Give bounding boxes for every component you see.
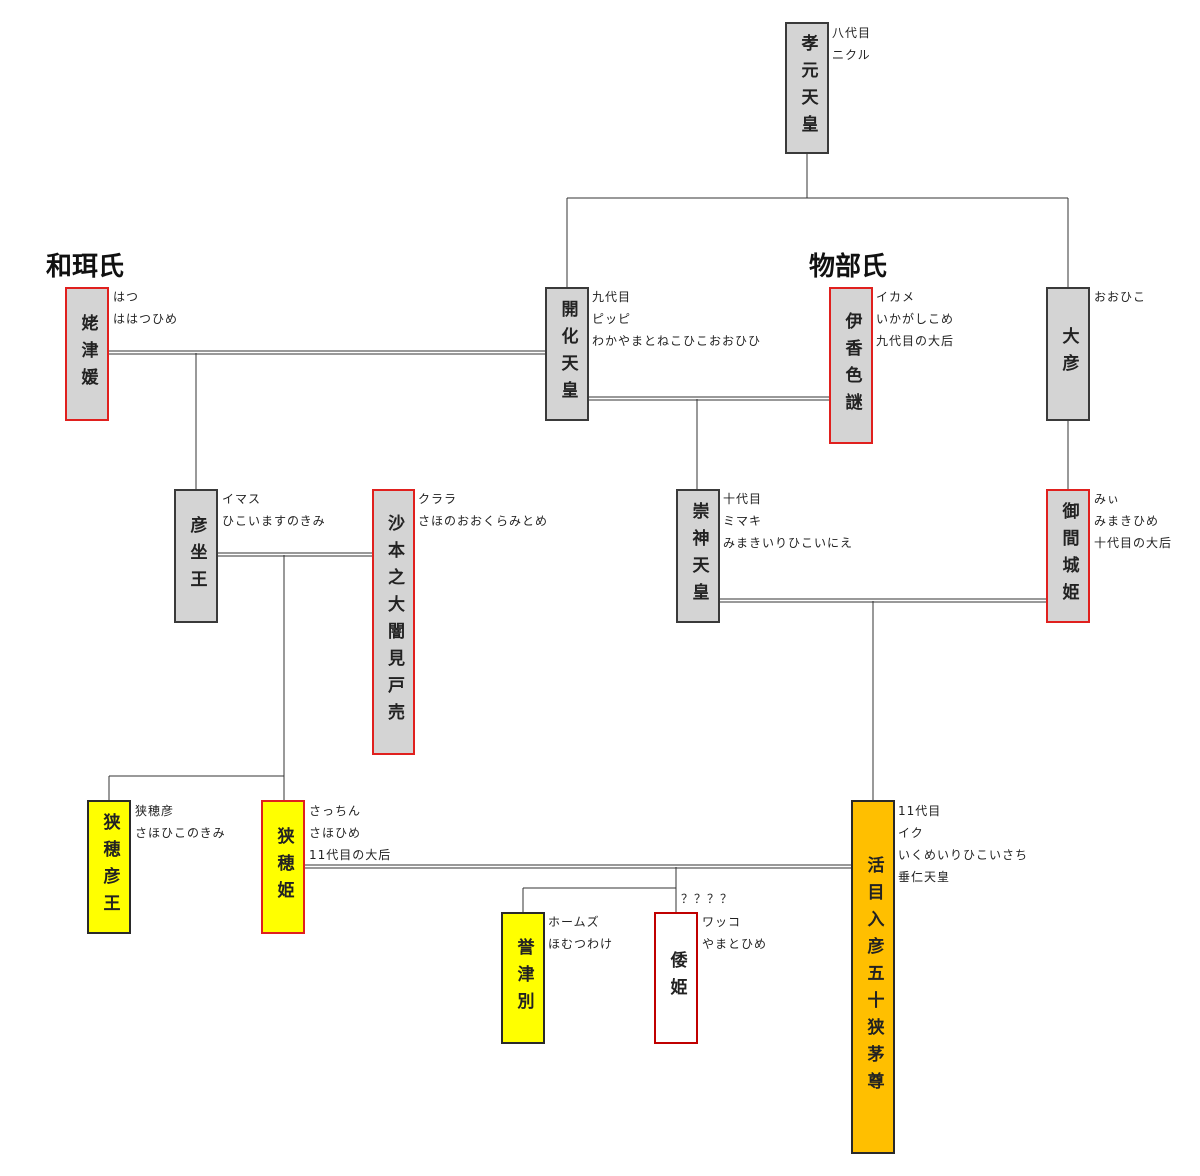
person-notes-sahohime: さっちん さほひめ 11代目の大后 (309, 800, 391, 866)
person-name: 伊香色謎 (841, 311, 862, 420)
note-line: ひこいますのきみ (222, 514, 326, 528)
person-box-hahatsu[interactable]: 姥津媛 (65, 287, 109, 421)
person-box-ikume[interactable]: 活目入彦五十狭茅尊 (851, 800, 895, 1154)
person-box-yamatohime[interactable]: 倭姫 (654, 912, 698, 1044)
person-notes-hahatsu: はつ ははつひめ (113, 286, 178, 330)
person-box-mimaki[interactable]: 御間城姫 (1046, 489, 1090, 623)
person-name: 誉津別 (513, 937, 534, 1019)
person-box-kougen[interactable]: 孝元天皇 (785, 22, 829, 154)
note-line: わかやまとねこひこおおひひ (592, 334, 762, 348)
person-box-hikoimasu[interactable]: 彦坐王 (174, 489, 218, 623)
note-line: クララ (418, 492, 458, 506)
clan-label-mononobe: 物部氏 (809, 252, 888, 282)
person-notes-mimaki: みぃ みまきひめ 十代目の大后 (1094, 488, 1172, 554)
note-line: 垂仁天皇 (898, 870, 951, 884)
person-box-oohiko[interactable]: 大彦 (1046, 287, 1090, 421)
note-line: ホームズ (548, 915, 600, 929)
note-line: 11代目の大后 (309, 848, 392, 862)
person-name: 孝元天皇 (797, 34, 818, 142)
person-box-ikagashikome[interactable]: 伊香色謎 (829, 287, 873, 444)
person-notes-saho-ookurami: クララ さほのおおくらみとめ (418, 488, 548, 532)
note-line: みまきひめ (1094, 514, 1160, 528)
note-line: いかがしこめ (876, 312, 955, 326)
note-line: はつ (113, 290, 140, 304)
person-notes-oohiko: おおひこ (1094, 286, 1146, 308)
note-line: イク (898, 826, 924, 840)
note-line: 九代目の大后 (876, 334, 955, 348)
note-line: ピッピ (592, 312, 632, 326)
note-line: ワッコ (702, 915, 742, 929)
person-name: 開化天皇 (557, 300, 578, 408)
person-name: 崇神天皇 (688, 502, 709, 610)
note-line: さほひこのきみ (135, 826, 226, 840)
person-name: 活目入彦五十狭茅尊 (863, 855, 884, 1099)
person-name: 姥津媛 (77, 313, 98, 395)
person-notes-sujin: 十代目 ミマキ みまきいりひこいにえ (723, 488, 853, 554)
note-line: みまきいりひこいにえ (723, 536, 854, 550)
note-line: ははつひめ (113, 312, 179, 326)
person-name: 大彦 (1058, 327, 1079, 381)
person-notes-yamatohime: ワッコ やまとひめ (702, 911, 767, 955)
note-line: さほのおおくらみとめ (418, 514, 549, 528)
note-line: いくめいりひこいさち (898, 848, 1029, 862)
note-line: さほひめ (309, 826, 362, 840)
person-name: 狭穂彦王 (99, 813, 120, 921)
note-line: イカメ (876, 290, 916, 304)
person-notes-kaika: 九代目 ピッピ わかやまとねこひこおおひひ (592, 286, 761, 352)
person-name: 御間城姫 (1058, 502, 1079, 610)
note-line: イマス (222, 492, 262, 506)
note-line: 十代目 (723, 492, 763, 506)
note-line: やまとひめ (702, 937, 768, 951)
person-box-kaika[interactable]: 開化天皇 (545, 287, 589, 421)
note-line: 八代目 (832, 26, 872, 40)
note-line: みぃ (1094, 492, 1121, 506)
note-line: さっちん (309, 804, 362, 818)
person-notes-hikoimasu: イマス ひこいますのきみ (222, 488, 326, 532)
note-line: おおひこ (1094, 290, 1147, 304)
note-line: ニクル (832, 48, 871, 62)
person-box-saho-ookurami[interactable]: 沙本之大闇見戸売 (372, 489, 415, 755)
note-line: 11代目 (898, 804, 942, 818)
person-box-sahohiko[interactable]: 狭穂彦王 (87, 800, 131, 934)
clan-label-wani: 和珥氏 (46, 252, 125, 282)
person-name: 彦坐王 (186, 515, 207, 597)
person-box-sahohime[interactable]: 狭穂姫 (261, 800, 305, 934)
note-line: ミマキ (723, 514, 763, 528)
person-name: 沙本之大闇見戸売 (384, 514, 404, 730)
person-box-sujin[interactable]: 崇神天皇 (676, 489, 720, 623)
person-notes-ikagashikome: イカメ いかがしこめ 九代目の大后 (876, 286, 954, 352)
person-name: 倭姫 (666, 951, 687, 1005)
person-name: 狭穂姫 (273, 826, 294, 908)
person-box-homutsu[interactable]: 誉津別 (501, 912, 545, 1044)
person-notes-ikume: 11代目 イク いくめいりひこいさち 垂仁天皇 (898, 800, 1028, 888)
person-notes-kougen: 八代目 ニクル (832, 22, 871, 66)
unknown-annotation: ？？？？ (681, 892, 734, 906)
person-notes-sahohiko: 狭穂彦 さほひこのきみ (135, 800, 226, 844)
person-notes-homutsu: ホームズ ほむつわけ (548, 911, 613, 955)
note-line: ほむつわけ (548, 937, 614, 951)
note-line: 九代目 (592, 290, 632, 304)
note-line: 十代目の大后 (1094, 536, 1173, 550)
note-line: 狭穂彦 (135, 804, 175, 818)
